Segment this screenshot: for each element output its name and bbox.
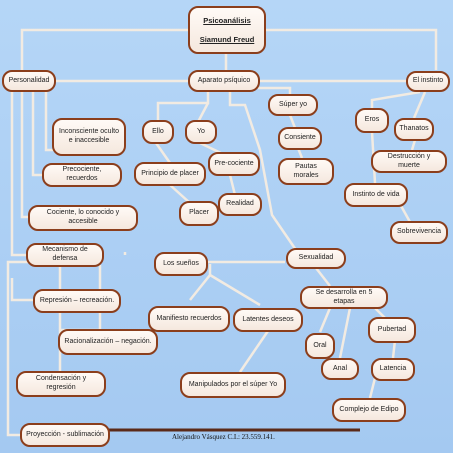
author-name: Siamund Freud [199, 34, 255, 44]
footer-author-line: Alejandro Vásquez C.I.: 23.559.141. [172, 433, 275, 441]
node-represion: Represión – recreación. [33, 289, 121, 313]
node-eros: Eros [355, 108, 389, 133]
node-instinto-vida: Instinto de vida [344, 183, 408, 207]
node-destruccion: Destrucción y muerte [371, 150, 447, 173]
node-pre-cociente: Pre-cociente [208, 152, 260, 176]
node-racionalizacion: Racionalización – negación. [58, 329, 158, 355]
node-principio-placer: Principio de placer [134, 162, 206, 186]
node-cociente: Cociente, lo conocido y accesible [28, 205, 138, 231]
node-proyeccion: Proyección - sublimación [20, 423, 110, 447]
node-personalidad: Personalidad [2, 70, 56, 92]
node-precociente-recuerdos: Precociente, recuerdos [42, 163, 122, 187]
node-oral: Oral [305, 333, 335, 359]
node-manipulados: Manipulados por el súper Yo [180, 372, 286, 398]
node-ello: Ello [142, 120, 174, 144]
node-pubertad: Pubertad [368, 317, 416, 343]
node-inconsciente: Inconsciente oculto e inaccesible [52, 118, 126, 156]
node-realidad: Realidad [218, 193, 262, 216]
title-text: Psicoanálisis [203, 16, 251, 26]
node-el-instinto: El instinto [406, 71, 450, 92]
node-latentes-deseos: Latentes deseos [233, 308, 303, 332]
node-aparato-psiquico: Aparato psíquico [188, 70, 260, 92]
node-anal: Anal [321, 358, 359, 380]
node-pautas-morales: Pautas morales [278, 158, 334, 185]
node-manifiesto-recuerdos: Manifiesto recuerdos [148, 306, 230, 332]
node-latencia: Latencia [371, 358, 415, 381]
node-yo: Yo [185, 120, 217, 144]
node-los-suenos: Los sueños [154, 252, 208, 276]
node-sobrevivencia: Sobrevivencia [390, 221, 448, 244]
title-box: Psicoanálisis Siamund Freud [188, 6, 266, 54]
node-mecanismo-defensa: Mecanismo de defensa [26, 243, 104, 267]
node-super-yo: Súper yo [268, 94, 318, 116]
node-condensacion: Condensación y regresión [16, 371, 106, 397]
node-consiente: Consiente [278, 127, 322, 150]
node-5-etapas: Se desarrolla en 5 etapas [300, 286, 388, 309]
node-complejo-edipo: Complejo de Edipo [332, 398, 406, 422]
node-thanatos: Thanatos [394, 118, 434, 141]
node-placer: Placer [179, 201, 219, 226]
node-sexualidad: Sexualidad [286, 248, 346, 269]
